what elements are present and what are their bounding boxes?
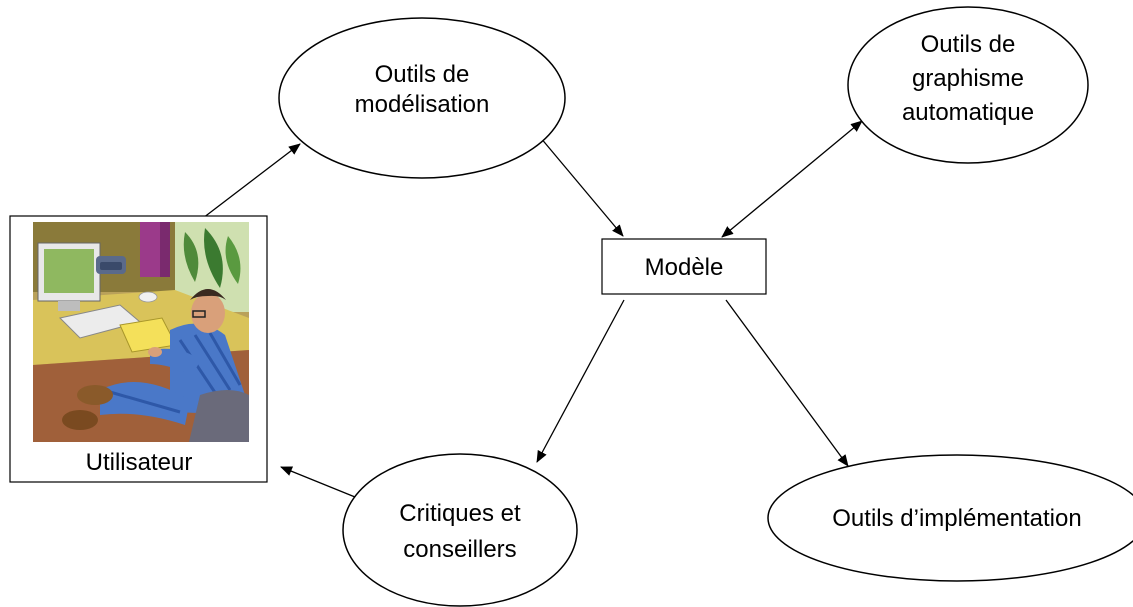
arrow-critiques-to-user <box>280 466 356 498</box>
node-critiques-line2: conseillers <box>403 536 516 563</box>
arrow-modelisation-to-modele <box>539 136 624 237</box>
node-modele-label: Modèle <box>645 254 724 281</box>
arrow-user-to-modelisation <box>202 143 301 219</box>
node-modele: Modèle <box>601 238 767 295</box>
node-outils-modelisation-line1: Outils de <box>375 61 470 88</box>
node-utilisateur: Utilisateur <box>9 215 268 483</box>
node-outils-modelisation: Outils de modélisation <box>278 17 566 179</box>
node-utilisateur-label: Utilisateur <box>86 449 193 476</box>
arrow-modele-graphisme-bidirectional <box>721 120 863 238</box>
node-critiques-conseillers: Critiques et conseillers <box>342 453 578 607</box>
node-outils-graphisme: Outils de graphisme automatique <box>847 6 1089 164</box>
node-outils-graphisme-line1: Outils de <box>921 31 1016 58</box>
node-outils-graphisme-line2: graphisme <box>912 65 1024 92</box>
person-at-desk-clipart-icon <box>33 222 249 442</box>
arrow-modele-to-implementation <box>725 299 849 467</box>
arrow-modele-to-critiques <box>536 299 625 463</box>
node-critiques-line1: Critiques et <box>399 500 521 527</box>
node-outils-implementation-label: Outils d’implémentation <box>832 505 1081 532</box>
node-outils-modelisation-line2: modélisation <box>355 91 490 118</box>
node-outils-implementation: Outils d’implémentation <box>767 454 1133 582</box>
node-outils-graphisme-line3: automatique <box>902 99 1034 126</box>
